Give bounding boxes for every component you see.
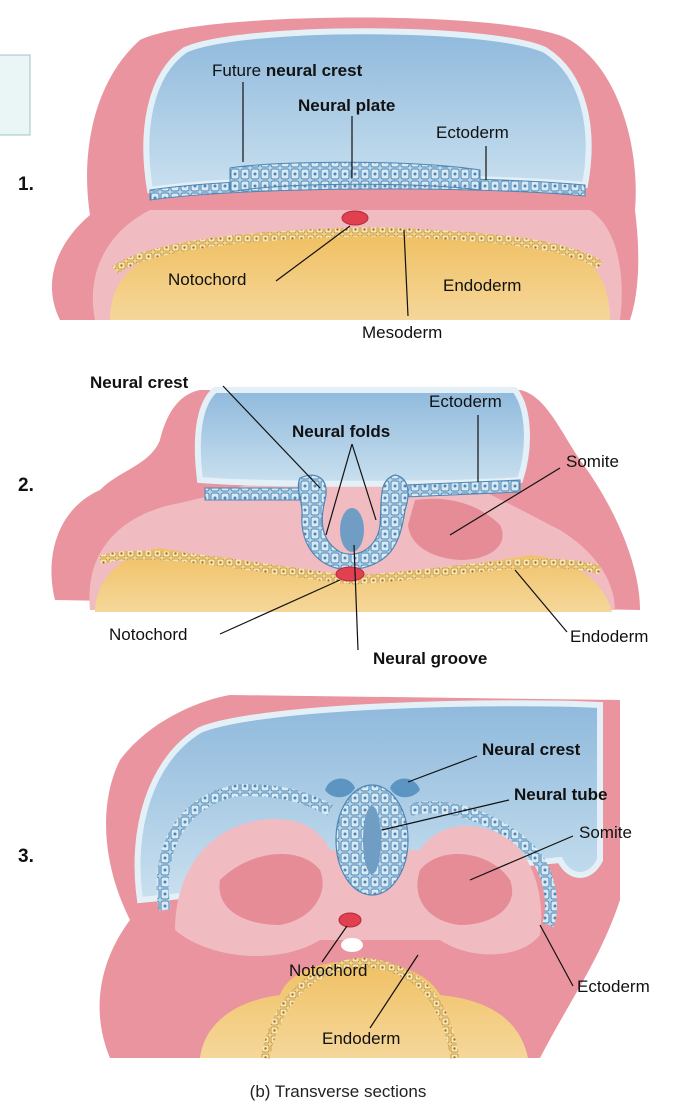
label-mesoderm: Mesoderm — [362, 323, 442, 342]
label-neural-folds: Neural folds — [292, 422, 390, 441]
label-neural-crest: Neural crest — [90, 373, 189, 392]
stage-3-coelom-spot — [341, 938, 363, 952]
label-neural-groove: Neural groove — [373, 649, 487, 668]
figure-caption: (b) Transverse sections — [250, 1082, 427, 1101]
stage-3-section: 3. Neural crest Neural tube Somite Notoc… — [18, 695, 650, 1058]
stage-1-number: 1. — [18, 174, 34, 195]
stage-1-notochord — [342, 211, 368, 225]
stage-2-ectoderm — [205, 488, 300, 500]
label-ectoderm: Ectoderm — [577, 977, 650, 996]
label-future-neural-crest: Future neural crest — [212, 61, 363, 80]
legend-box — [0, 55, 30, 135]
label-notochord: Notochord — [289, 961, 367, 980]
label-notochord: Notochord — [168, 270, 246, 289]
stage-2-section: 2. Neural crest Ectoderm Neural folds So… — [18, 373, 648, 668]
label-neural-tube: Neural tube — [514, 785, 608, 804]
label-notochord: Notochord — [109, 625, 187, 644]
stage-2-number: 2. — [18, 475, 34, 496]
stage-2-neural-groove-lumen — [340, 508, 364, 552]
label-somite: Somite — [579, 823, 632, 842]
stage-3-neural-tube-lumen — [363, 806, 381, 874]
stage-1-section: 1. Future neural crest Neural plate Ecto… — [18, 18, 638, 343]
label-endoderm: Endoderm — [443, 276, 521, 295]
label-endoderm: Endoderm — [322, 1029, 400, 1048]
label-ectoderm: Ectoderm — [429, 392, 502, 411]
label-neural-plate: Neural plate — [298, 96, 395, 115]
stage-2-notochord — [336, 567, 364, 581]
label-ectoderm: Ectoderm — [436, 123, 509, 142]
stage-3-number: 3. — [18, 846, 34, 867]
stage-3-notochord — [339, 913, 361, 927]
label-neural-crest: Neural crest — [482, 740, 581, 759]
label-endoderm: Endoderm — [570, 627, 648, 646]
label-somite: Somite — [566, 452, 619, 471]
